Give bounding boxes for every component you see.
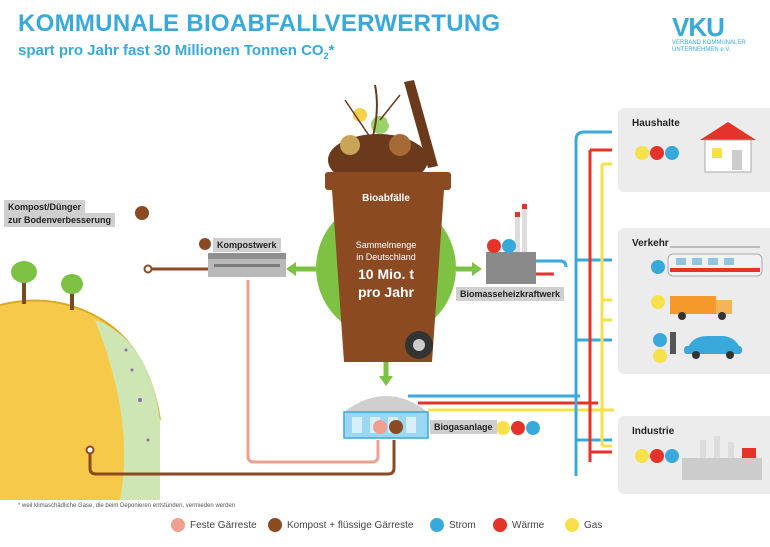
bin-amount: 10 Mio. t — [357, 266, 414, 282]
bio-bin — [325, 172, 451, 362]
house — [700, 122, 756, 173]
haushalte-energy-icons — [635, 146, 679, 160]
biomass-tag: Biomasseheizkraftwerk — [456, 287, 565, 301]
verkehr-energy-icons — [651, 260, 667, 363]
legend-heat: Wärme — [512, 519, 545, 531]
bin-label: Bioabfälle — [362, 193, 410, 204]
biogas-output-icons — [373, 420, 403, 434]
page-title: KOMMUNALE BIOABFALLVERWERTUNG — [18, 10, 501, 37]
haushalte-label: Haushalte — [632, 118, 680, 129]
legend-electricity: Strom — [449, 519, 476, 531]
factory — [682, 436, 762, 480]
logo-mark: VKU — [672, 12, 725, 42]
vku-logo: VKU VERBAND KOMMUNALER UNTERNEHMEN e.V. — [672, 14, 762, 64]
verkehr-label: Verkehr — [632, 238, 669, 249]
logo-line-2: UNTERNEHMEN e.V. — [672, 47, 731, 53]
biogas-plant — [343, 396, 429, 439]
footnote: * weil klimaschädliche Gase, die beim De… — [18, 503, 236, 509]
bin-period: pro Jahr — [357, 284, 414, 300]
legend-compost: Kompost + flüssige Gärreste — [287, 519, 414, 531]
biogas-energy-icons — [496, 421, 540, 435]
garbage-truck — [670, 296, 732, 320]
bin-collection-line2: in Deutschland — [356, 252, 416, 262]
industrie-label: Industrie — [632, 426, 675, 437]
industrie-energy-icons — [635, 449, 679, 463]
page-subtitle: spart pro Jahr fast 30 Millionen Tonnen … — [18, 42, 335, 61]
biomass-energy-icons — [487, 239, 516, 253]
kompost-tag-line2: zur Bodenverbesserung — [4, 213, 116, 227]
kompost-tag-line1: Kompost/Dünger — [4, 200, 85, 214]
legend-solid-digestate: Feste Gärreste — [190, 519, 257, 531]
field-landscape — [0, 261, 161, 500]
logo-line-1: VERBAND KOMMUNALER — [672, 40, 746, 46]
car — [670, 332, 742, 359]
biomass-plant — [486, 204, 536, 284]
kompostwerk-tag: Kompostwerk — [213, 238, 281, 252]
legend-icons — [171, 518, 579, 532]
train — [667, 246, 763, 277]
kompostwerk-icon — [199, 238, 211, 250]
kompostwerk-machine — [208, 253, 286, 277]
kompost-icon — [135, 206, 149, 220]
biogas-tag: Biogasanlage — [430, 420, 497, 434]
legend-gas: Gas — [584, 519, 603, 531]
bin-collection-line1: Sammelmenge — [355, 240, 417, 250]
